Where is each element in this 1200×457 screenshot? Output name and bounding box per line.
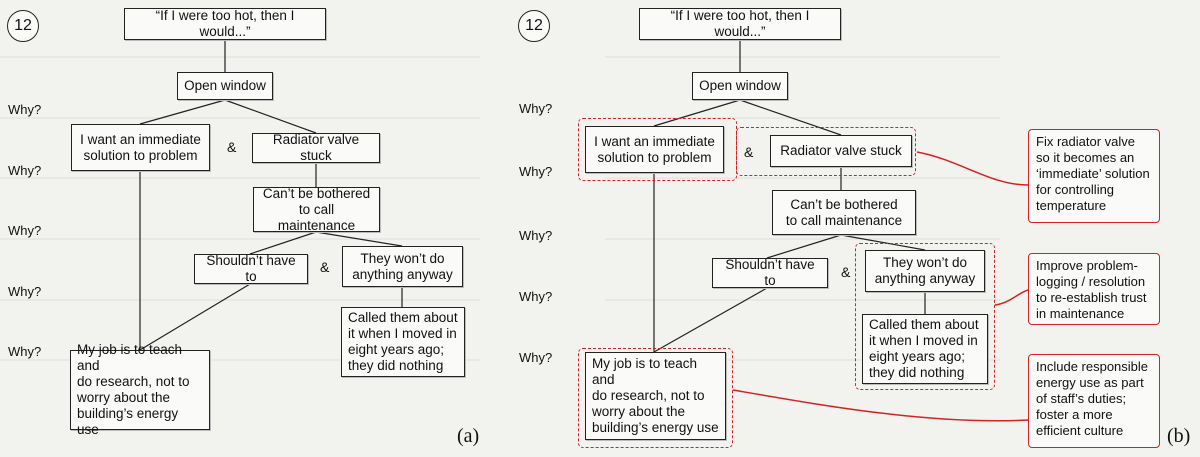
why-label: Why? <box>8 344 42 359</box>
figure-number: 12 <box>518 10 550 42</box>
why-label: Why? <box>519 289 553 304</box>
figure-number: 12 <box>7 10 39 42</box>
why-label: Why? <box>8 102 42 117</box>
note-include-energy: Include responsible energy use as part o… <box>1028 354 1160 448</box>
and-connector: & <box>227 139 237 155</box>
annotation-leaders <box>732 151 1029 422</box>
why-label: Why? <box>519 228 553 243</box>
my-job-node: My job is to teach and do research, not … <box>70 342 210 437</box>
shouldnt-have-to-node: Shouldn’t have to <box>194 253 308 284</box>
called-them-node: Called them about it when I moved in eig… <box>341 307 465 377</box>
wont-do-anything-node: They won’t do anything anyway <box>342 246 463 287</box>
my-job-node: My job is to teach and do research, not … <box>585 352 726 440</box>
immediate-solution-node: I want an immediate solution to problem <box>71 124 210 171</box>
why-label: Why? <box>519 350 553 365</box>
note-improve-logging: Improve problem- logging / resolution to… <box>1028 253 1160 325</box>
open-window-node: Open window <box>692 72 788 100</box>
highlight-my-job <box>578 348 733 448</box>
open-window-node: Open window <box>177 72 273 100</box>
radiator-valve-node: Radiator valve stuck <box>252 132 380 163</box>
immediate-solution-node: I want an immediate solution to problem <box>585 126 724 173</box>
and-connector: & <box>744 144 754 160</box>
cant-be-bothered-node: Can’t be bothered to call maintenance <box>253 186 380 233</box>
highlight-radiator <box>736 127 916 176</box>
panel-label-b: (b) <box>1167 425 1191 447</box>
and-connector: & <box>841 264 851 280</box>
why-label: Why? <box>519 101 553 116</box>
panel-a: 12 Why? Why? Why? Why? Why? “If I were t… <box>7 8 480 447</box>
radiator-valve-node: Radiator valve stuck <box>770 135 912 167</box>
why-label: Why? <box>8 284 42 299</box>
and-connector: & <box>320 259 330 275</box>
note-fix-radiator: Fix radiator valve so it becomes an ‘imm… <box>1028 129 1160 223</box>
root-node: “If I were too hot, then I would...” <box>124 8 326 40</box>
wont-do-anything-node: They won’t do anything anyway <box>865 250 985 292</box>
panel-label-a: (a) <box>457 425 480 447</box>
why-label: Why? <box>8 223 42 238</box>
tree-links-b <box>653 40 926 353</box>
root-node: “If I were too hot, then I would...” <box>639 8 841 40</box>
why-label: Why? <box>519 164 553 179</box>
cant-be-bothered-node: Can’t be bothered to call maintenance <box>772 190 916 235</box>
highlight-maintenance-trust <box>855 243 995 390</box>
tree-links-a <box>139 40 403 351</box>
why-label: Why? <box>8 163 42 178</box>
called-them-node: Called them about it when I moved in eig… <box>862 314 988 384</box>
shouldnt-have-to-node: Shouldn’t have to <box>712 257 828 288</box>
